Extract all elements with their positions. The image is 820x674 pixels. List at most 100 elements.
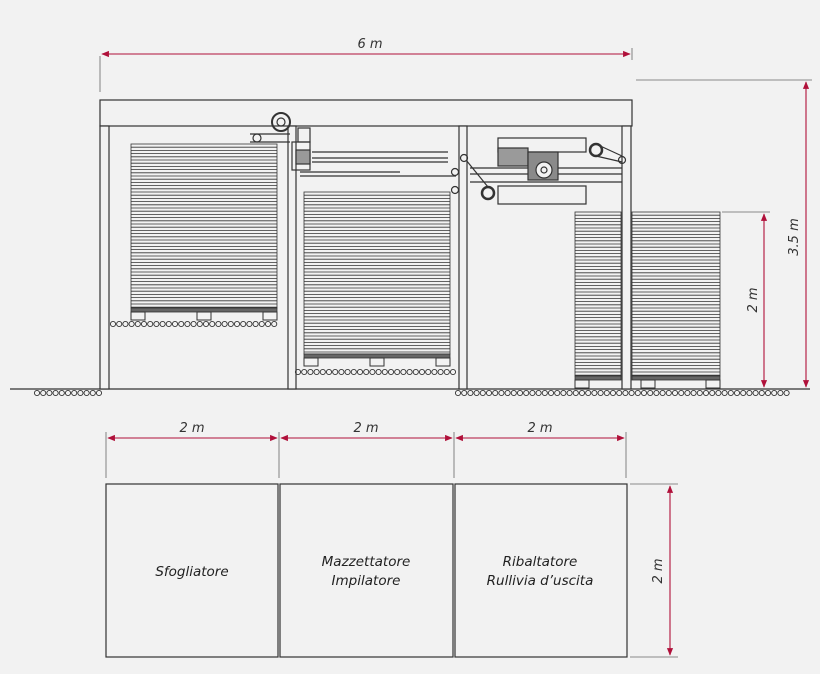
section-3-label: 2 m — [527, 421, 552, 436]
roller — [221, 320, 228, 328]
roller — [709, 389, 716, 397]
roller — [721, 389, 728, 397]
sheet-stack — [303, 191, 451, 359]
roller — [758, 389, 765, 397]
roller — [40, 389, 47, 397]
roller — [418, 368, 426, 376]
roller — [89, 389, 96, 397]
roller — [622, 389, 629, 397]
roller — [467, 389, 474, 397]
roller — [616, 389, 623, 397]
roller — [122, 320, 129, 328]
roller — [572, 389, 579, 397]
roller — [350, 368, 357, 376]
roller — [271, 320, 278, 328]
roller — [301, 368, 308, 376]
module-box-mazzettatore — [279, 483, 454, 658]
sheet-stack — [631, 211, 721, 381]
drive-wheel — [271, 112, 291, 132]
roller — [307, 368, 314, 376]
roller — [492, 389, 499, 397]
roller — [696, 389, 703, 397]
roller — [690, 389, 697, 397]
roller — [454, 389, 462, 397]
roller — [485, 389, 493, 397]
total-height-label: 3.5 m — [787, 218, 802, 255]
module-2-line-2: Impilatore — [332, 573, 401, 589]
roller — [437, 368, 444, 376]
roller — [443, 368, 450, 376]
roof-beam — [99, 99, 633, 127]
pallet-foot — [640, 379, 656, 389]
roller — [344, 368, 351, 376]
module-box-sfogliatore — [105, 483, 279, 658]
roller — [431, 368, 438, 376]
roller — [294, 368, 302, 376]
roller — [95, 389, 103, 397]
total-width-label: 6 m — [357, 37, 382, 52]
plan-depth-label: 2 m — [651, 558, 666, 583]
roller — [77, 389, 84, 397]
roller — [510, 389, 517, 397]
roller — [554, 389, 561, 397]
roller — [400, 368, 407, 376]
roller — [473, 389, 480, 397]
roller — [52, 389, 59, 397]
plan-dimensions — [105, 432, 678, 658]
roller — [578, 389, 586, 397]
roller — [523, 389, 530, 397]
roller — [46, 389, 53, 397]
roller — [258, 320, 265, 328]
roller — [504, 389, 511, 397]
roller — [381, 368, 388, 376]
roller — [153, 320, 160, 328]
roller — [702, 389, 710, 397]
column-4 — [621, 125, 632, 390]
roller — [325, 368, 333, 376]
module-2-line-1: Mazzettatore — [322, 554, 411, 570]
roller — [498, 389, 505, 397]
pallet-foot — [574, 379, 590, 389]
pallet-foot — [262, 311, 278, 321]
roller — [83, 389, 90, 397]
sheet-stack — [130, 143, 278, 313]
pallet-foot — [303, 357, 319, 367]
roller — [190, 320, 197, 328]
roller — [252, 320, 259, 328]
roller — [560, 389, 567, 397]
roller — [535, 389, 542, 397]
roller — [128, 320, 135, 328]
elevation-view — [10, 99, 810, 397]
roller — [597, 389, 604, 397]
roller — [363, 368, 370, 376]
roller — [634, 389, 641, 397]
roller — [479, 389, 486, 397]
roller — [227, 320, 234, 328]
roller — [647, 389, 654, 397]
roller — [740, 389, 747, 397]
roller — [591, 389, 598, 397]
roller — [58, 389, 65, 397]
roller — [764, 389, 772, 397]
column-3 — [458, 125, 468, 390]
pallet-foot — [705, 379, 721, 389]
pallet-foot — [130, 311, 146, 321]
roller — [678, 389, 685, 397]
roller — [783, 389, 790, 397]
roller — [184, 320, 191, 328]
pallet-foot — [435, 357, 451, 367]
roller — [202, 320, 210, 328]
roller — [541, 389, 548, 397]
roller — [665, 389, 672, 397]
roller — [566, 389, 573, 397]
roller — [727, 389, 734, 397]
elevation-dimensions — [99, 48, 812, 388]
roller — [516, 389, 524, 397]
roller — [338, 368, 345, 376]
roller — [165, 320, 172, 328]
pallet-foot — [369, 357, 385, 367]
roller — [196, 320, 203, 328]
pulley — [252, 133, 262, 143]
roller — [369, 368, 376, 376]
